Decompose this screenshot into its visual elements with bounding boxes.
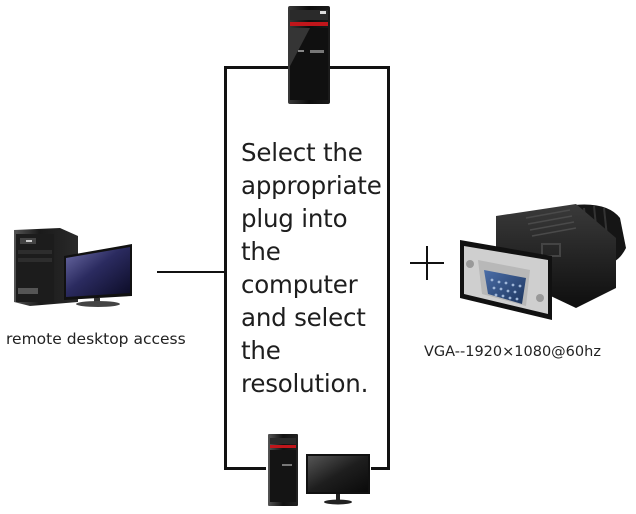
instruction-line: the	[241, 237, 281, 266]
left-caption: remote desktop access	[6, 330, 186, 348]
instruction-line: and select	[241, 303, 366, 332]
connector-right-vertical	[387, 66, 390, 470]
instruction-line: the	[241, 336, 281, 365]
vga-dummy-plug-icon	[456, 198, 628, 330]
right-caption: VGA--1920×1080@60hz	[424, 344, 601, 360]
plus-icon	[410, 246, 444, 280]
connector-bottom-left	[224, 467, 266, 470]
instruction-line: appropriate	[241, 171, 382, 200]
tower-pc-with-monitor-icon	[266, 432, 372, 510]
instruction-line: plug into	[241, 204, 348, 233]
connector-left-vertical	[224, 66, 227, 470]
connector-bottom-right	[371, 467, 390, 470]
instruction-line: Select the	[241, 138, 363, 167]
desktop-computer-icon	[12, 226, 134, 310]
instruction-line: resolution.	[241, 369, 369, 398]
connector-top-right	[330, 66, 390, 69]
connector-top-left	[224, 66, 289, 69]
instruction-line: computer	[241, 270, 358, 299]
connector-horizontal-left	[157, 271, 225, 273]
instruction-text: Select the appropriate plug into the com…	[241, 136, 391, 400]
tower-pc-icon	[288, 6, 330, 104]
